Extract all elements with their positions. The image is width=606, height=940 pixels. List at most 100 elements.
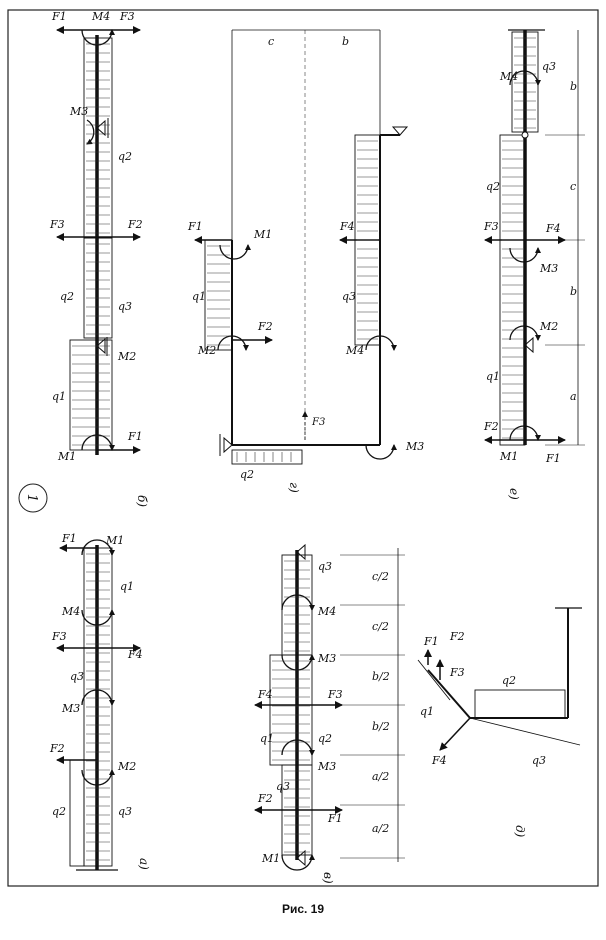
svg-text:F1: F1: [545, 452, 561, 465]
svg-text:b: b: [570, 80, 577, 93]
panel-b-labels: F1 M4 F3 M3 q2 F3 F2 q2 q3 M2 q1 M1 F1 б…: [49, 10, 149, 507]
svg-text:F3: F3: [311, 417, 325, 428]
panel-v-diagram: [254, 543, 405, 871]
svg-text:F2: F2: [257, 320, 273, 333]
svg-text:M2: M2: [539, 320, 558, 333]
svg-text:M2: M2: [117, 760, 136, 773]
svg-text:M1: M1: [105, 534, 124, 547]
svg-text:M2: M2: [117, 350, 136, 363]
svg-text:1: 1: [24, 494, 39, 502]
svg-text:F3: F3: [327, 688, 343, 701]
svg-text:F1: F1: [327, 812, 343, 825]
svg-text:q2: q2: [52, 805, 66, 818]
svg-text:b: b: [570, 285, 577, 298]
svg-text:M3: M3: [69, 105, 88, 118]
svg-text:M3: M3: [405, 440, 424, 453]
svg-text:c: c: [268, 35, 274, 48]
svg-text:c/2: c/2: [372, 570, 389, 583]
svg-text:q1: q1: [260, 732, 274, 745]
svg-text:q2: q2: [318, 732, 332, 745]
svg-text:q1: q1: [52, 390, 66, 403]
svg-text:b/2: b/2: [372, 720, 390, 733]
svg-text:F4: F4: [431, 754, 447, 767]
svg-text:F2: F2: [257, 792, 273, 805]
svg-text:F3: F3: [51, 630, 67, 643]
svg-text:F1: F1: [423, 635, 439, 648]
svg-text:q1: q1: [120, 580, 134, 593]
svg-text:F4: F4: [257, 688, 273, 701]
svg-text:M2: M2: [197, 344, 216, 357]
panel-d-labels: F1 F2 F3 q2 q1 F4 q3 д): [420, 630, 546, 838]
svg-text:a/2: a/2: [372, 822, 389, 835]
panel-v-labels: q3 c/2 M4 c/2 M3 F4 F3 b/2 q1 q2 b/2 M3 …: [257, 560, 390, 884]
panel-d-diagram: [417, 607, 582, 751]
page-frame: [7, 9, 599, 887]
svg-text:F3: F3: [483, 220, 499, 233]
panel-label-a: а): [137, 858, 151, 870]
svg-text:M1: M1: [57, 450, 76, 463]
svg-text:q3: q3: [318, 560, 332, 573]
svg-text:F1: F1: [187, 220, 203, 233]
svg-text:b/2: b/2: [372, 670, 390, 683]
svg-text:F4: F4: [127, 648, 143, 661]
svg-text:M3: M3: [317, 652, 336, 665]
panel-e-diagram: [484, 29, 585, 446]
svg-text:c/2: c/2: [372, 620, 389, 633]
svg-text:F3: F3: [449, 666, 465, 679]
svg-text:q2: q2: [118, 150, 132, 163]
panel-b-diagram: [56, 26, 141, 455]
panel-label-v: в): [321, 872, 335, 884]
figure-caption: Рис. 19: [281, 902, 325, 916]
svg-text:q1: q1: [192, 290, 206, 303]
svg-text:M3: M3: [317, 760, 336, 773]
panel-a-labels: M1 F1 q1 M4 F3 q3 F4 M3 F2 M2 q2 q3 а): [49, 532, 151, 870]
distributed-load-ticks: [72, 37, 536, 861]
svg-text:q1: q1: [420, 705, 434, 718]
svg-text:F3: F3: [49, 218, 65, 231]
svg-text:c: c: [570, 180, 576, 193]
panel-e-labels: M4 q3 b q2 c F3 F4 M3 b M2 q1 a F2 M1 F1…: [483, 60, 577, 500]
svg-text:M4: M4: [61, 605, 80, 618]
panel-a-diagram: [56, 539, 141, 871]
panel-label-e: е): [507, 488, 521, 500]
svg-text:q3: q3: [342, 290, 356, 303]
svg-text:q3: q3: [118, 805, 132, 818]
svg-text:q2: q2: [502, 674, 516, 687]
svg-text:F1: F1: [51, 10, 67, 23]
svg-text:q2: q2: [60, 290, 74, 303]
svg-text:F1: F1: [127, 430, 143, 443]
svg-text:a/2: a/2: [372, 770, 389, 783]
svg-text:q2: q2: [486, 180, 500, 193]
panel-label-g: г): [287, 482, 301, 493]
svg-text:q3: q3: [542, 60, 556, 73]
svg-text:M1: M1: [253, 228, 272, 241]
svg-text:M4: M4: [499, 70, 518, 83]
panel-g-labels: c b F1 M1 F4 q1 F2 q3 M2 M4 F3 q2 M3 г): [187, 35, 424, 493]
svg-text:q3: q3: [532, 754, 546, 767]
svg-text:F3: F3: [119, 10, 135, 23]
panel-g-diagram: [194, 29, 409, 465]
svg-text:M4: M4: [91, 10, 110, 23]
svg-text:F1: F1: [61, 532, 77, 545]
panel-label-d: д): [513, 825, 527, 838]
svg-text:q3: q3: [118, 300, 132, 313]
svg-text:q3: q3: [70, 670, 84, 683]
svg-text:F2: F2: [127, 218, 143, 231]
svg-text:b: b: [342, 35, 349, 48]
svg-text:M3: M3: [61, 702, 80, 715]
svg-text:F4: F4: [339, 220, 355, 233]
svg-text:F2: F2: [483, 420, 499, 433]
svg-text:a: a: [570, 390, 577, 403]
svg-text:M1: M1: [499, 450, 518, 463]
panel-label-b: б): [135, 495, 149, 507]
svg-text:M3: M3: [539, 262, 558, 275]
svg-text:F2: F2: [49, 742, 65, 755]
svg-text:q1: q1: [486, 370, 500, 383]
svg-text:M4: M4: [317, 605, 336, 618]
svg-text:q2: q2: [240, 468, 254, 481]
svg-text:M4: M4: [345, 344, 364, 357]
svg-text:M1: M1: [261, 852, 280, 865]
svg-text:q3: q3: [276, 780, 290, 793]
svg-text:F4: F4: [545, 222, 561, 235]
